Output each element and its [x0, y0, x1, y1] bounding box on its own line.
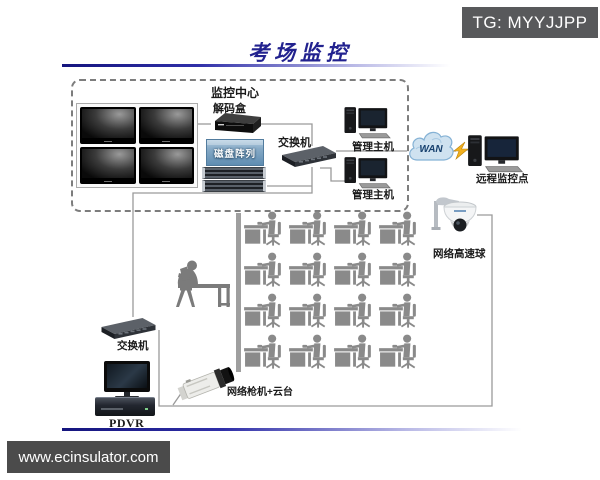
watermark-bottom-badge: www.ecinsulator.com: [7, 441, 170, 473]
wall-monitor: [138, 147, 194, 184]
management-host-label: 管理主机: [352, 141, 394, 153]
exam-seat-icon: [379, 252, 416, 287]
lightning-icon: [453, 141, 469, 160]
exam-seat-icon: [289, 252, 326, 287]
monitoring-center-label: 监控中心: [210, 86, 259, 100]
exam-seat-icon: [289, 334, 326, 369]
management-host-icon: [344, 107, 391, 139]
center-switch-label: 交换机: [278, 137, 311, 149]
exam-seat-icon: [334, 252, 371, 287]
exam-seat-grid: [243, 209, 423, 373]
room-switch-label: 交换机: [117, 340, 149, 352]
wall-monitor: [80, 147, 136, 184]
dome-camera-label: 网络高速球: [433, 248, 486, 260]
exam-seat-icon: [334, 293, 371, 328]
title-underline: [62, 64, 450, 67]
room-divider-bar: [236, 213, 241, 372]
proctor-silhouette: [176, 260, 230, 307]
exam-seat-icon: [334, 334, 371, 369]
wan-label: WAN: [419, 144, 443, 155]
page-title: 考场监控: [248, 41, 352, 65]
exam-seat-icon: [379, 293, 416, 328]
exam-seat-icon: [289, 211, 326, 246]
pdvr-label: PDVR: [109, 416, 145, 430]
exam-seat-icon: [244, 211, 281, 246]
center-switch-icon: [282, 146, 336, 167]
rack-server-icon: [202, 180, 266, 192]
wan-cloud-icon: WAN: [409, 131, 454, 161]
exam-seat-icon: [379, 211, 416, 246]
room-switch-icon: [101, 318, 156, 339]
decoder-device-icon: [215, 113, 261, 133]
dome-camera-icon: [431, 197, 477, 232]
bottom-rule: [62, 428, 522, 431]
exam-seat-icon: [334, 211, 371, 246]
exam-seat-icon: [244, 293, 281, 328]
bullet-camera-icon: [177, 366, 235, 401]
disk-array-label: 磁盘阵列: [213, 148, 256, 160]
disk-array-device: 磁盘阵列: [206, 139, 264, 166]
pdvr-device-icon: [95, 397, 155, 416]
remote-host-icon: [468, 135, 524, 173]
wall-monitor: [80, 107, 136, 144]
pdvr-monitor-icon: [104, 361, 150, 399]
decoder-label: 解码盒: [213, 103, 246, 115]
wall-monitor: [138, 107, 194, 144]
bullet-camera-label: 网络枪机+云台: [227, 387, 293, 398]
management-host-icon: [344, 157, 391, 189]
watermark-top-badge: TG: MYYJJPP: [462, 7, 598, 38]
management-host-label: 管理主机: [352, 189, 394, 201]
remote-point-label: 远程监控点: [476, 173, 529, 185]
exam-seat-icon: [244, 252, 281, 287]
monitoring-center-box: [71, 79, 409, 212]
exam-seat-icon: [379, 334, 416, 369]
exam-seat-icon: [289, 293, 326, 328]
exam-seat-icon: [244, 334, 281, 369]
monitor-wall: [76, 103, 198, 188]
rack-server-icon: [202, 167, 266, 179]
